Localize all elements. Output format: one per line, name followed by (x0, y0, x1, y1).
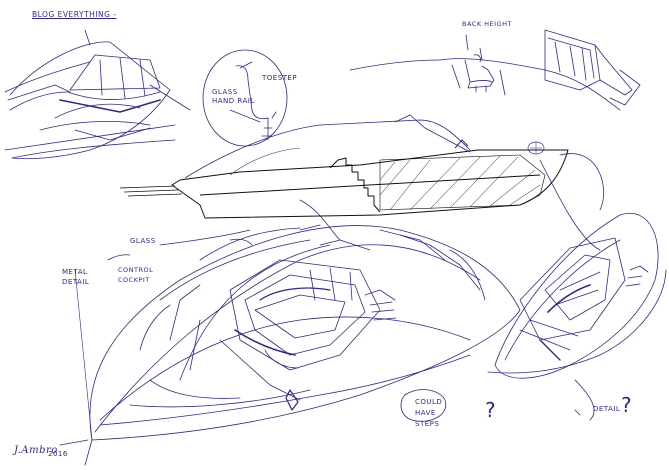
detail-note: DETAIL (593, 405, 621, 413)
could-have-steps-note: COULD HAVE STEPS (415, 398, 443, 428)
glass-handrail-note: GLASS HAND RAIL (212, 88, 255, 105)
main-boat-perspective-sketch (59, 224, 521, 466)
right-boat-sketch (487, 212, 667, 421)
hull-side-profile (119, 114, 569, 219)
detail-question-mark: ? (621, 393, 633, 417)
title-note: BLOG EVERYTHING - (32, 10, 117, 19)
back-height-sketch (349, 29, 641, 111)
steps-question-mark: ? (485, 398, 497, 422)
signature-name: J.Ambro (14, 445, 58, 456)
glass-note: GLASS (130, 237, 156, 245)
signature-year: 2016 (48, 450, 68, 458)
top-left-boat-sketch (4, 29, 191, 160)
handrail-detail-sketch (202, 49, 288, 147)
metal-detail-note: METAL DETAIL (62, 268, 90, 286)
toestep-note: TOESTEP (262, 74, 298, 82)
connector-lines (107, 153, 604, 422)
back-height-note: BACK HEIGHT (462, 20, 512, 28)
control-cockpit-note: CONTROL COCKPIT (118, 266, 154, 284)
